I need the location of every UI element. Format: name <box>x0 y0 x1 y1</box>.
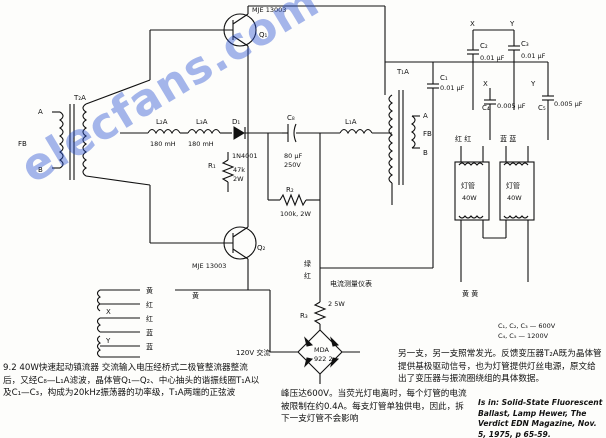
source-citation: Is in: Solid-State Fluorescent Ballast, … <box>478 398 603 438</box>
c3-label: C₃ <box>521 40 529 48</box>
r3-value: 2 5W <box>328 300 345 308</box>
bridge-part-2: 922 2 <box>314 355 333 363</box>
diode-d1 <box>233 126 246 140</box>
tap-blue: 蓝 <box>146 328 153 337</box>
winding-taps <box>96 289 140 358</box>
tap-red-1: 红 <box>146 300 153 309</box>
l2a-value: 180 mH <box>150 140 176 148</box>
tap-yellow-1: 黄 <box>146 286 153 295</box>
lamp2-top-label: 蓝 蓝 <box>500 134 516 143</box>
c5-label: C₅ <box>538 104 546 112</box>
b-right-label: B <box>423 149 428 157</box>
r1-value-2: 2W <box>233 175 244 183</box>
x-top-label: X <box>470 20 475 28</box>
c8-label: C₈ <box>287 114 295 122</box>
q1-part-label: MJE 13003 <box>252 6 286 14</box>
bottom-yellow-label: 黄 黄 <box>462 289 478 298</box>
q2-part-label: MJE 13003 <box>192 262 226 270</box>
q2-label: Q₂ <box>257 244 266 252</box>
c4-value: 0.005 μF <box>497 102 526 110</box>
r2-top-label: R₂ <box>286 186 294 194</box>
tap-x-label: X <box>106 308 111 316</box>
tap-y-label: Y <box>105 337 111 345</box>
c3-value: 0.01 μF <box>521 52 546 60</box>
d1-label: D₁ <box>232 118 240 126</box>
ac-input-label: 120V 交流 <box>236 348 270 357</box>
bridge-rectifier-mda922 <box>270 329 360 384</box>
r1-value-1: 47k <box>233 166 245 174</box>
c2-label: C₂ <box>480 42 488 50</box>
b-left-label: B <box>38 166 43 174</box>
r1-label: R₁ <box>208 162 216 170</box>
c1-value: 0.01 μF <box>440 84 465 92</box>
bridge-part-1: MDA <box>314 346 329 354</box>
l3a-label: L₃A <box>196 118 208 126</box>
lamp2-mid2: 40W <box>507 194 522 202</box>
lamp1-mid2: 40W <box>462 194 477 202</box>
red-label: 红 <box>304 271 311 280</box>
cap-ratings-1: C₁, C₂, C₃ — 600V <box>498 322 556 330</box>
c4-label: C₄ <box>482 104 490 112</box>
y-top-label: Y <box>509 20 515 28</box>
lamp-2 <box>499 146 535 238</box>
transistor-q1 <box>210 6 257 60</box>
lamp1-top-label: 红 红 <box>455 134 471 143</box>
fb-right-label: FB <box>423 130 432 138</box>
caption-right: 另一支，另一支照常发光。反馈变压器T₂A既为晶体管提供基极驱动信号，也为灯管提供… <box>398 349 602 385</box>
l1a-label: L₁A <box>345 118 357 126</box>
lamp1-mid1: 灯管 <box>461 181 475 190</box>
caption-middle: 峰压达600V。当荧光灯电离时，每个灯管的电流被限制在约0.4A。每支灯管单独供… <box>281 389 467 425</box>
a-right-label: A <box>423 112 428 120</box>
c8-value-2: 250V <box>284 161 301 169</box>
resistor-r2 <box>268 165 321 207</box>
t1a-label: T₁A <box>396 68 409 76</box>
green-label: 绿 <box>304 259 311 268</box>
t2a-label: T₂A <box>73 94 86 102</box>
meter-label: 电流测量仪表 <box>330 279 372 288</box>
r2-value: 100k, 2W <box>280 210 311 218</box>
lamp2-mid1: 灯管 <box>506 181 520 190</box>
c5-value: 0.005 μF <box>554 100 583 108</box>
resistor-r3 <box>313 296 327 330</box>
l2a-label: L₂A <box>156 118 168 126</box>
d1-part: 1N4001 <box>232 152 258 160</box>
cap-ratings-2: C₄, C₅ — 1200V <box>498 332 549 340</box>
c1-label: C₁ <box>440 74 448 82</box>
tap-blue-2: 蓝 <box>146 342 153 351</box>
fb-left-label: FB <box>18 140 27 148</box>
r3-label: R₃ <box>300 312 308 320</box>
lamp-1 <box>454 146 490 238</box>
a-left-label: A <box>38 108 43 116</box>
capacitor-c8 <box>282 123 340 143</box>
transistor-q2 <box>205 212 257 272</box>
c8-value-1: 80 μF <box>284 152 302 160</box>
c2-value: 0.01 μF <box>480 54 505 62</box>
x-mid-label: X <box>483 80 488 88</box>
resistor-r1 <box>221 152 235 192</box>
transformer-t1a <box>388 90 420 205</box>
caption-left: 9.2 40W快速起动镇流器 交流输入电压经桥式二极管整流器整流后，又经C₈—L… <box>3 363 260 399</box>
yellow-top-label: 黄 <box>192 291 199 300</box>
y-mid-label: Y <box>530 80 536 88</box>
q1-label: Q₁ <box>259 31 268 39</box>
l3a-value: 180 mH <box>188 140 214 148</box>
tap-red-2: 红 <box>146 314 153 323</box>
transformer-t2a <box>52 79 151 186</box>
